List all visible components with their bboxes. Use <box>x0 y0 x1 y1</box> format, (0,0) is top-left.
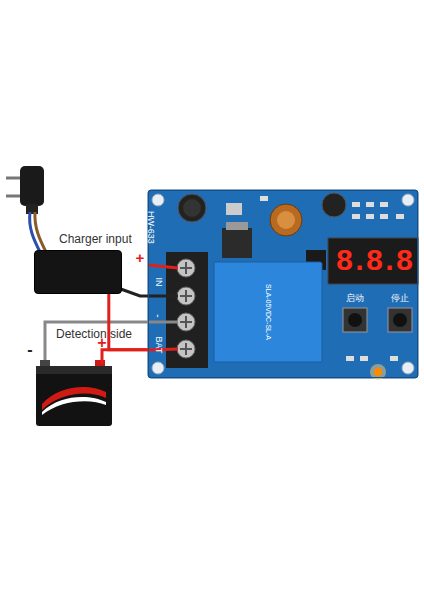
battery <box>36 360 112 426</box>
charger-box: Charger input <box>34 250 122 294</box>
charger-label: Charger input <box>59 232 132 246</box>
terminal-label: BAT <box>154 337 163 354</box>
mains-cord <box>30 212 46 252</box>
polarity-sign: - <box>27 342 32 358</box>
polarity-sign: + <box>97 335 106 351</box>
board-model: HW-633 <box>145 211 156 244</box>
button-label: 停止 <box>391 294 409 303</box>
button-label: 启动 <box>346 294 364 303</box>
relay-marking: SLA-05VDC-SL-A <box>265 284 272 340</box>
polarity-sign: + <box>136 250 145 265</box>
circuit-board <box>148 190 418 380</box>
power-wire <box>102 350 148 364</box>
circuit-board: HW-633 <box>148 190 418 378</box>
power-plug <box>6 166 44 214</box>
led-display: 8.8.8 <box>335 247 410 277</box>
terminal-label: - <box>153 314 163 317</box>
terminal-label: IN <box>154 278 163 287</box>
battery-box: Detection side <box>34 364 114 428</box>
detection-label: Detection side <box>56 327 132 341</box>
